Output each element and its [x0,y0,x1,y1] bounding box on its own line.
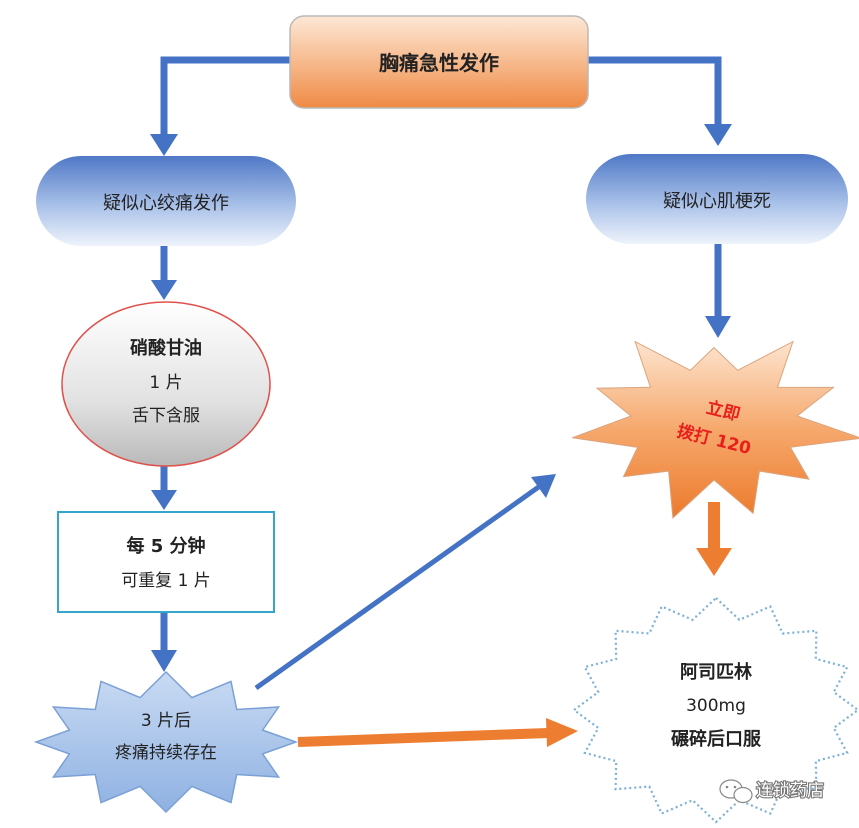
arrowhead-mi [704,124,732,146]
persist-line2: 疼痛持续存在 [115,743,217,763]
arrowhead-angina [150,134,178,156]
aspirin-star-shape [572,596,859,824]
arrowhead-persist [151,650,177,672]
arrow-persist-to-emergency [254,483,542,691]
title-text: 胸痛急性发作 [379,51,499,75]
mi-label: 疑似心肌梗死 [663,191,771,212]
nitro-line3: 舌下含服 [132,406,200,426]
nitro-line2: 1 片 [149,373,182,393]
title-box: 胸痛急性发作 [289,15,589,109]
arrow-title-to-mi [588,56,722,128]
repeat-line1: 每 5 分钟 [126,535,205,557]
arrowhead-diagonal [531,474,556,498]
wechat-icon [719,779,753,804]
arrowhead-aspirin [696,548,732,576]
nitro-line1: 硝酸甘油 [130,337,202,359]
repeat-box: 每 5 分钟 可重复 1 片 [57,511,275,613]
arrowhead-emergency [705,316,731,338]
angina-label: 疑似心绞痛发作 [103,193,229,214]
persist-node: 3 片后 疼痛持续存在 [33,670,299,814]
persist-line1: 3 片后 [141,711,191,731]
watermark-text: 连锁药店 [756,781,824,801]
aspirin-node: 阿司匹林 300mg 碾碎后口服 [572,596,859,824]
arrow-persist-to-aspirin [297,728,549,747]
watermark: 连锁药店 [719,779,825,804]
arrowhead-persist-aspirin [546,718,578,747]
emergency-burst-shape [572,340,859,520]
arrow-title-to-angina [160,56,290,140]
angina-pill: 疑似心绞痛发作 [36,156,296,246]
arrowhead-repeat [151,490,177,510]
emergency-node: 立即 拨打 120 [572,340,859,520]
aspirin-line2: 300mg [686,696,746,716]
mi-pill: 疑似心肌梗死 [586,154,848,244]
aspirin-line3: 碾碎后口服 [671,728,762,750]
persist-star-shape [33,670,299,814]
arrowhead-nitro [151,280,177,300]
aspirin-line1: 阿司匹林 [680,661,752,683]
repeat-line2: 可重复 1 片 [121,571,211,591]
nitroglycerin-node: 硝酸甘油 1 片 舌下含服 [61,301,271,467]
arrows [150,56,732,747]
